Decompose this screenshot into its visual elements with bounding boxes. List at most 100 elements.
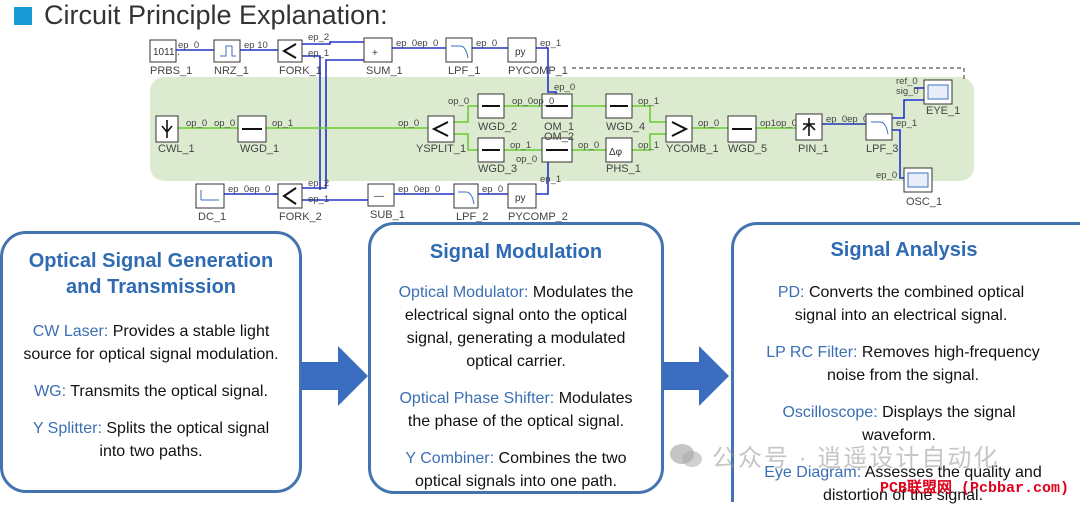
label-pycomp-2: PYCOMP_2 — [508, 211, 568, 223]
prbs-block[interactable]: 1011.. — [149, 39, 180, 63]
sum-block[interactable]: + — [363, 37, 393, 63]
wgd-5-block[interactable] — [727, 115, 757, 143]
cw-laser-block[interactable] — [155, 115, 179, 143]
port-label: ep_0 — [178, 40, 199, 51]
heading-line: Signal Analysis — [830, 239, 978, 261]
svg-text:1011..: 1011.. — [153, 47, 180, 58]
label-cwl: CWL_1 — [158, 143, 195, 155]
optical-modulator-1-block[interactable] — [541, 93, 573, 119]
port-label: ep_1 — [896, 118, 917, 129]
heading-line: Signal Modulation — [429, 241, 603, 263]
term: Oscilloscope: — [782, 404, 878, 421]
term: Y Splitter: — [32, 420, 102, 437]
label-wgd-3: WGD_3 — [478, 163, 517, 175]
label-nrz: NRZ_1 — [214, 65, 249, 77]
port-label: sig_0 — [896, 86, 919, 97]
eye-diagram-block[interactable] — [923, 79, 953, 105]
lpf-1-block[interactable] — [445, 37, 473, 63]
port-label: ep_1 — [540, 38, 561, 49]
desc: Modulates the phase of the optical signa… — [407, 390, 633, 430]
page-title: Circuit Principle Explanation: — [44, 0, 388, 30]
y-combiner-block[interactable] — [665, 115, 693, 143]
label-ysplit: YSPLIT_1 — [416, 143, 466, 155]
pycomp-1-block[interactable]: py — [507, 37, 537, 63]
dc-source-block[interactable] — [195, 183, 225, 209]
port-label: ep_0 — [476, 38, 497, 49]
term: CW Laser: — [32, 323, 109, 340]
label-fork-2: FORK_2 — [279, 211, 322, 223]
right-arrow-icon — [302, 346, 368, 406]
subtractor-block[interactable]: — — [367, 183, 395, 207]
port-label: op_1 — [510, 140, 531, 151]
label-pycomp-1: PYCOMP_1 — [508, 65, 568, 77]
port-label: op_0 — [448, 96, 469, 107]
port-label: op_1 — [272, 118, 293, 129]
label-wgd-4: WGD_4 — [606, 121, 645, 133]
port-label: ep_2 — [308, 178, 329, 189]
wgd-4-block[interactable] — [605, 93, 633, 119]
bullet-square-icon — [14, 6, 32, 25]
desc: Displays the signal waveform. — [862, 404, 1016, 444]
phase-shifter-block[interactable]: Δφ — [605, 137, 633, 163]
site-watermark: PCB联盟网 (Pcbbar.com) — [880, 480, 1070, 497]
svg-text:Δφ: Δφ — [609, 147, 623, 158]
wgd-2-block[interactable] — [477, 93, 505, 119]
wgd-1-block[interactable] — [237, 115, 267, 143]
nrz-block[interactable] — [213, 39, 241, 63]
lpf-3-block[interactable] — [865, 113, 893, 141]
y-splitter-block[interactable] — [427, 115, 455, 143]
circuit-schematic: 1011.. PRBS_1 ep_0 NRZ_1 ep 10 FORK_1 ep… — [149, 32, 974, 223]
panel-heading: Signal Analysis — [728, 237, 1080, 263]
optical-wires — [178, 105, 796, 151]
fork-2-block[interactable] — [277, 183, 303, 209]
term: Optical Phase Shifter: — [399, 390, 555, 407]
port-label: ep_0ep_0 — [398, 184, 440, 195]
heading-line: and Transmission — [65, 276, 237, 298]
pycomp-2-block[interactable]: py — [507, 183, 537, 209]
item-y-combiner: Y Combiner: Combines the two optical sig… — [371, 447, 661, 493]
svg-text:—: — — [374, 191, 384, 202]
panel-heading: Signal Modulation — [371, 239, 661, 265]
label-om-1: OM_1 — [544, 121, 574, 133]
item-optical-modulator: Optical Modulator: Modulates the electri… — [371, 281, 661, 373]
heading-line: Optical Signal Generation — [28, 250, 274, 272]
item-y-splitter: Y Splitter: Splits the optical signal in… — [3, 417, 299, 463]
port-label: ep_0ep_0 — [826, 114, 868, 125]
label-lpf-1: LPF_1 — [448, 65, 480, 77]
panel-heading: Optical Signal Generation and Transmissi… — [3, 248, 299, 300]
label-prbs: PRBS_1 — [150, 65, 192, 77]
port-label: op_0 — [578, 140, 599, 151]
label-phs: PHS_1 — [606, 163, 641, 175]
panel-analysis: Signal Analysis PD: Converts the combine… — [728, 222, 1080, 504]
port-label: ep_0ep_0 — [396, 38, 438, 49]
label-lpf-3: LPF_3 — [866, 143, 898, 155]
port-label: ep_0 — [482, 184, 503, 195]
desc: Converts the combined optical signal int… — [794, 284, 1025, 324]
label-sub: SUB_1 — [370, 209, 405, 221]
desc: Splits the optical signal into two paths… — [99, 420, 270, 460]
oscilloscope-block[interactable] — [903, 167, 933, 193]
lpf-2-block[interactable] — [453, 183, 479, 209]
wgd-3-block[interactable] — [477, 137, 505, 163]
port-label: op_0 — [214, 118, 235, 129]
fork-1-block[interactable] — [277, 39, 303, 63]
photodiode-block[interactable] — [795, 113, 823, 141]
label-wgd-1: WGD_1 — [240, 143, 279, 155]
item-oscilloscope: Oscilloscope: Displays the signal wavefo… — [734, 401, 1080, 447]
svg-text:py: py — [515, 47, 526, 58]
port-label: ep_1 — [540, 174, 561, 185]
desc: Removes high-frequency noise from the si… — [826, 344, 1040, 384]
port-label: op_0op_0 — [512, 96, 554, 107]
optical-modulator-2-block[interactable] — [541, 137, 573, 163]
item-wg: WG: Transmits the optical signal. — [3, 380, 299, 403]
label-lpf-2: LPF_2 — [456, 211, 488, 223]
dashed-wire — [572, 67, 965, 80]
label-wgd-5: WGD_5 — [728, 143, 767, 155]
svg-text:+: + — [372, 48, 378, 59]
port-label: ep_0ep_0 — [228, 184, 270, 195]
label-eye: EYE_1 — [926, 105, 960, 117]
desc: Combines the two optical signals into on… — [415, 450, 627, 490]
desc: Provides a stable light source for optic… — [23, 323, 279, 363]
item-pd: PD: Converts the combined optical signal… — [734, 281, 1080, 327]
watermark-text: 公众号 · 逍遥设计自动化 — [712, 445, 1000, 472]
